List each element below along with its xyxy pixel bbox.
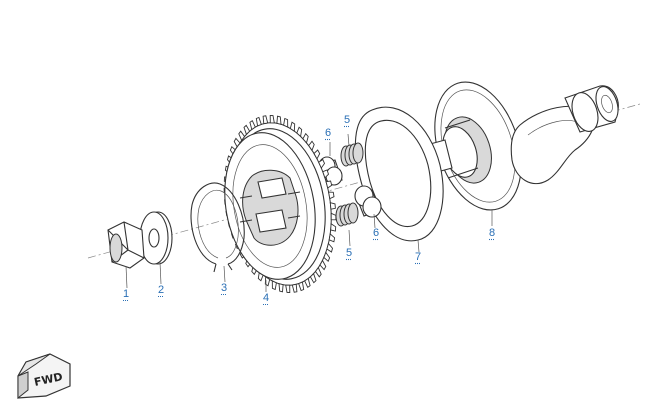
gear-tooth — [302, 132, 309, 144]
part-label-5-lower[interactable]: 5 — [346, 247, 353, 259]
fwd-text: FWD — [33, 370, 64, 389]
gear-tooth — [328, 233, 336, 243]
gear-tooth — [308, 140, 315, 152]
gear-tooth — [285, 284, 291, 293]
part-label-6-upper[interactable]: 6 — [325, 127, 332, 139]
gear-tooth — [291, 283, 298, 293]
gear-tooth — [255, 116, 262, 127]
gear-tooth — [323, 251, 331, 263]
gear-tooth — [309, 272, 317, 284]
part-label-4[interactable]: 4 — [263, 292, 270, 304]
gear-tooth — [289, 121, 296, 132]
gear-tooth — [330, 212, 337, 221]
nut-drawing — [107, 221, 145, 269]
gear-tooth — [243, 124, 251, 136]
gear-tooth — [318, 158, 326, 169]
gear-tooth — [262, 115, 269, 125]
gear-tooth — [296, 126, 303, 138]
gear-tooth — [314, 266, 322, 278]
gear-tooth — [271, 280, 277, 291]
part-label-5-upper[interactable]: 5 — [344, 114, 351, 126]
gear-tooth — [283, 117, 289, 128]
gear-tooth — [304, 277, 311, 288]
spring-lower-drawing — [335, 202, 359, 227]
gear-tooth — [326, 242, 333, 253]
gear-tooth — [238, 130, 246, 142]
part-label-7[interactable]: 7 — [415, 251, 422, 263]
gear-tooth — [325, 180, 333, 189]
part-label-6-lower[interactable]: 6 — [373, 227, 380, 239]
washer-drawing — [139, 211, 173, 265]
part-label-3[interactable]: 3 — [221, 282, 228, 294]
gear-tooth — [319, 259, 327, 271]
spring-upper-drawing — [340, 142, 364, 167]
gear-drawing — [223, 115, 337, 293]
part-label-1[interactable]: 1 — [123, 288, 130, 300]
gear-tooth — [249, 120, 256, 131]
gear-tooth — [322, 169, 330, 179]
pin-lower-drawing — [354, 185, 382, 218]
circlip-drawing — [190, 182, 245, 273]
gear-tooth — [278, 283, 284, 293]
guide-plate-drawing — [354, 106, 444, 242]
part-label-8[interactable]: 8 — [489, 227, 496, 239]
fwd-arrow-icon: FWD — [17, 353, 71, 400]
gear-tooth — [329, 202, 336, 210]
gear-tooth — [330, 222, 337, 232]
part-label-2[interactable]: 2 — [158, 284, 165, 296]
gear-tooth — [328, 191, 335, 200]
gear-tooth — [298, 281, 305, 292]
gear-tooth — [269, 115, 275, 124]
gear-tooth — [276, 115, 282, 125]
gear-tooth — [313, 149, 321, 160]
